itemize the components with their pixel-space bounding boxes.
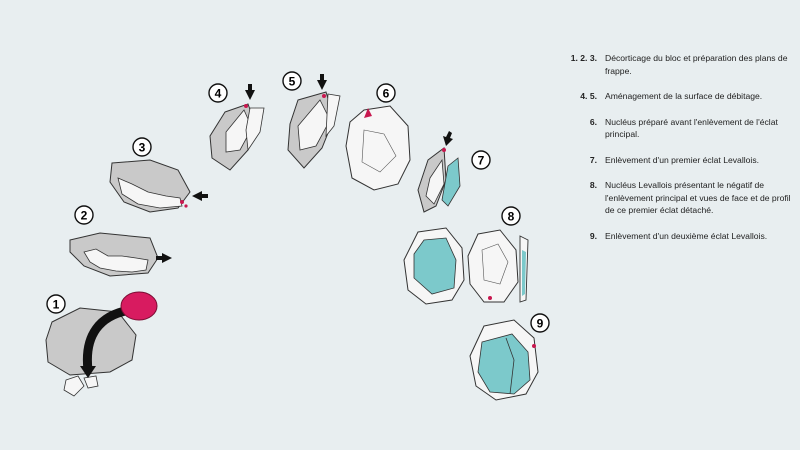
step-9-nucleus [469, 319, 539, 401]
step-number-7-text: 7 [478, 154, 485, 168]
legend-number: 6. [589, 116, 597, 127]
step-8-nucleus [403, 227, 465, 305]
step-number-5: 5 [282, 71, 302, 91]
step-8-flake-profile [519, 235, 529, 303]
step-number-2-text: 2 [81, 209, 88, 223]
step-7-nucleus [417, 147, 461, 213]
legend: 1. 2. 3. Décorticage du bloc et préparat… [545, 52, 795, 255]
step-number-2: 2 [74, 205, 94, 225]
legend-text: Aménagement de la surface de débitage. [605, 91, 763, 101]
step-number-1-text: 1 [53, 298, 60, 312]
step-7-arrow [443, 131, 453, 146]
step-number-7: 7 [471, 150, 491, 170]
strike-arrow [82, 305, 131, 371]
step-3-nucleus [109, 159, 191, 213]
step-number-8-text: 8 [508, 210, 515, 224]
legend-number: 1. 2. 3. [570, 53, 597, 63]
legend-text: Enlèvement d'un deuxième éclat Levallois… [605, 230, 768, 241]
legend-row: 4. 5. Aménagement de la surface de débit… [545, 90, 795, 103]
legend-number: 7. [589, 154, 597, 165]
step-number-8: 8 [501, 206, 521, 226]
legend-row: 7. Enlèvement d'un premier éclat Levallo… [545, 154, 795, 167]
step-number-9-text: 9 [537, 317, 544, 331]
step-8-flake-face [467, 229, 519, 303]
step-4-arrow [245, 84, 255, 100]
step-3-arrow [192, 191, 208, 201]
legend-text: Nucléus préparé avant l'enlèvement de l'… [605, 116, 778, 140]
step-5-arrow [317, 74, 327, 90]
legend-text: Nucléus Levallois présentant le négatif … [605, 180, 791, 215]
legend-number: 4. 5. [580, 91, 597, 101]
step-2-arrow [156, 253, 172, 263]
step-number-5-text: 5 [289, 75, 296, 89]
step-5-nucleus [287, 91, 341, 169]
step-6-nucleus [345, 105, 411, 191]
legend-text: Enlèvement d'un premier éclat Levallois. [605, 154, 760, 165]
step-number-6: 6 [376, 83, 396, 103]
step-number-1: 1 [46, 294, 66, 314]
step-number-3-text: 3 [139, 141, 146, 155]
step-number-4-text: 4 [215, 87, 222, 101]
legend-text: Décorticage du bloc et préparation des p… [605, 53, 788, 76]
legend-row: 8. Nucléus Levallois présentant le négat… [545, 179, 795, 217]
legend-number: 8. [589, 180, 597, 190]
legend-row: 9. Enlèvement d'un deuxième éclat Levall… [545, 230, 795, 243]
step-2-nucleus [69, 232, 159, 277]
step-number-9: 9 [530, 313, 550, 333]
step-number-6-text: 6 [383, 87, 390, 101]
step-4-nucleus [209, 103, 265, 171]
legend-row: 1. 2. 3. Décorticage du bloc et préparat… [545, 52, 795, 77]
step-number-3: 3 [132, 137, 152, 157]
hammerstone [120, 291, 158, 321]
legend-row: 6. Nucléus préparé avant l'enlèvement de… [545, 116, 795, 141]
step-number-4: 4 [208, 83, 228, 103]
legend-number: 9. [589, 230, 597, 241]
strike-arrow-head [80, 366, 96, 378]
